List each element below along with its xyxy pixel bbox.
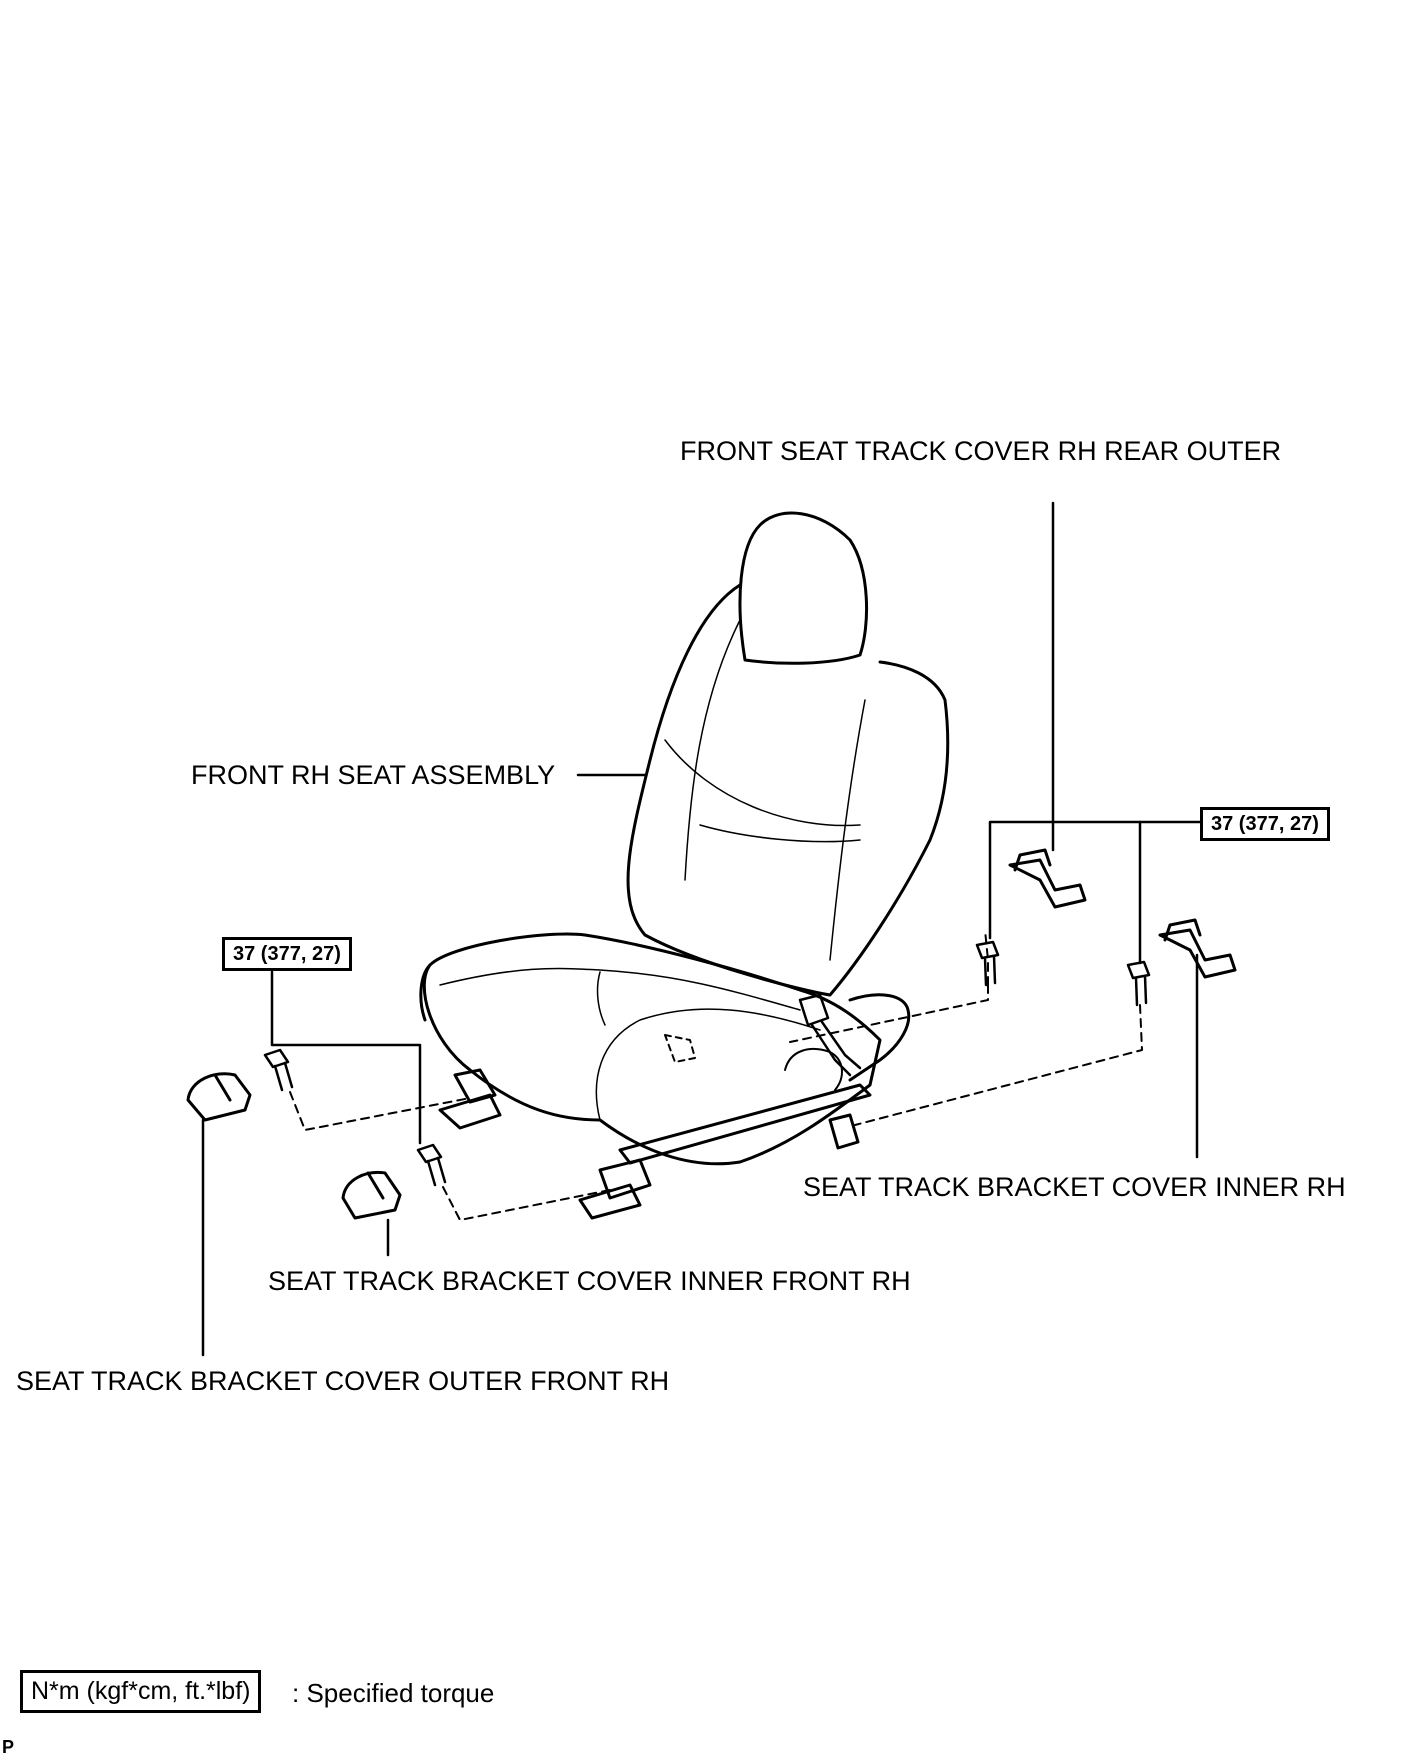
label-inner-front-cover: SEAT TRACK BRACKET COVER INNER FRONT RH xyxy=(268,1266,911,1296)
legend-description: : Specified torque xyxy=(292,1678,495,1708)
bolt-icon xyxy=(263,1048,294,1092)
bolt-icon xyxy=(416,1143,447,1187)
label-seat-assembly: FRONT RH SEAT ASSEMBLY xyxy=(191,760,556,790)
label-inner-rh-cover: SEAT TRACK BRACKET COVER INNER RH xyxy=(803,1172,1346,1202)
inner-front-cover-part xyxy=(341,1170,402,1220)
torque-spec-left: 37 (377, 27) xyxy=(222,937,352,971)
rear-outer-cover-part xyxy=(1008,848,1087,909)
label-outer-front-cover: SEAT TRACK BRACKET COVER OUTER FRONT RH xyxy=(16,1366,670,1396)
bolt-icon xyxy=(1126,960,1151,1007)
corner-mark: P xyxy=(2,1737,15,1757)
outer-front-cover-part xyxy=(186,1072,252,1122)
legend-unit-box: N*m (kgf*cm, ft.*lbf) xyxy=(20,1670,262,1713)
torque-spec-right: 37 (377, 27) xyxy=(1200,807,1330,841)
bolt-icon xyxy=(975,940,1000,987)
front-rh-seat-drawing xyxy=(419,511,950,1220)
label-rear-outer-cover: FRONT SEAT TRACK COVER RH REAR OUTER xyxy=(680,436,1282,466)
install-guide-lines xyxy=(289,929,1143,1221)
inner-rh-cover-part xyxy=(1158,918,1237,979)
leader-lines xyxy=(201,501,1202,1357)
